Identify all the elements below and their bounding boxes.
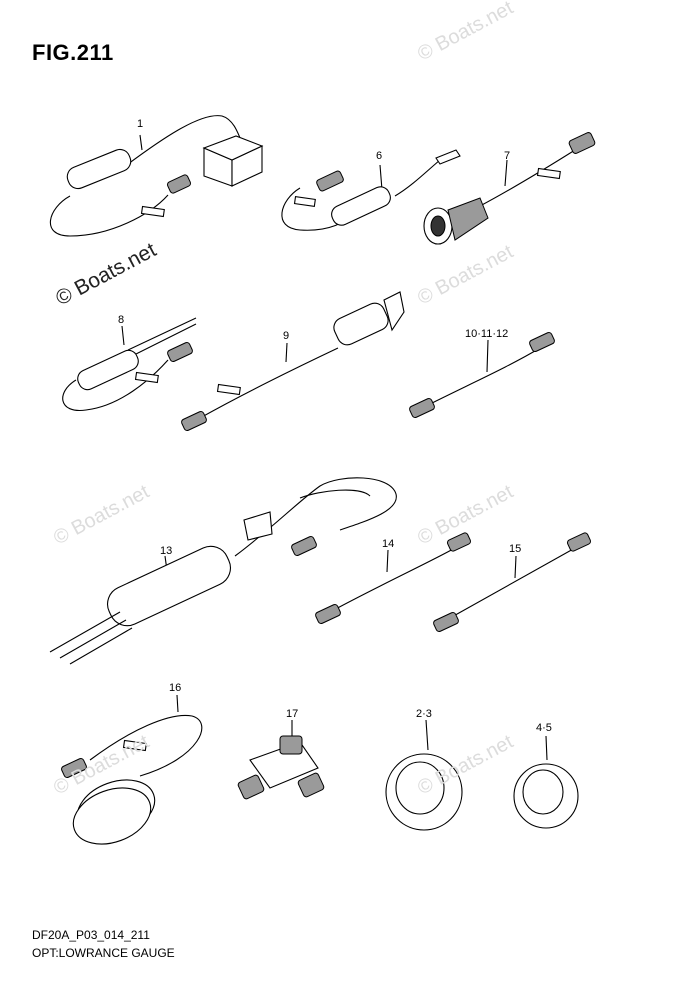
part-label-7: 7	[504, 150, 511, 162]
part-label-2-3: 2·3	[416, 708, 432, 720]
part-10-11-12-cable	[409, 331, 555, 419]
part-label-10-11-12: 10·11·12	[465, 328, 509, 340]
part-label-17: 17	[286, 708, 299, 720]
part-4-5-ring	[513, 735, 579, 829]
part-14-cable	[315, 532, 472, 625]
part-label-13: 13	[160, 545, 173, 557]
part-7-transducer-cable	[423, 132, 596, 245]
part-label-15: 15	[509, 543, 522, 555]
part-label-9: 9	[283, 330, 290, 342]
part-13-harness	[49, 477, 397, 665]
part-1-cable-with-bracket	[49, 115, 264, 237]
part-label-4-5: 4·5	[536, 722, 552, 734]
diagram-caption: OPT:LOWRANCE GAUGE	[32, 946, 175, 960]
part-label-8: 8	[118, 314, 125, 326]
part-17-tee-connector	[237, 720, 325, 800]
part-2-3-ring	[385, 719, 463, 831]
part-label-6: 6	[376, 150, 383, 162]
part-label-14: 14	[382, 538, 395, 550]
figure-title: FIG.211	[32, 40, 114, 65]
diagram-code: DF20A_P03_014_211	[32, 928, 150, 942]
part-8-cable	[62, 317, 197, 411]
part-16-sensor-puck	[61, 694, 203, 845]
part-label-16: 16	[169, 682, 182, 694]
part-6-cable	[281, 149, 461, 231]
part-label-1: 1	[137, 118, 144, 130]
part-15-cable	[433, 532, 592, 633]
part-9-sensor-cable	[181, 291, 405, 432]
